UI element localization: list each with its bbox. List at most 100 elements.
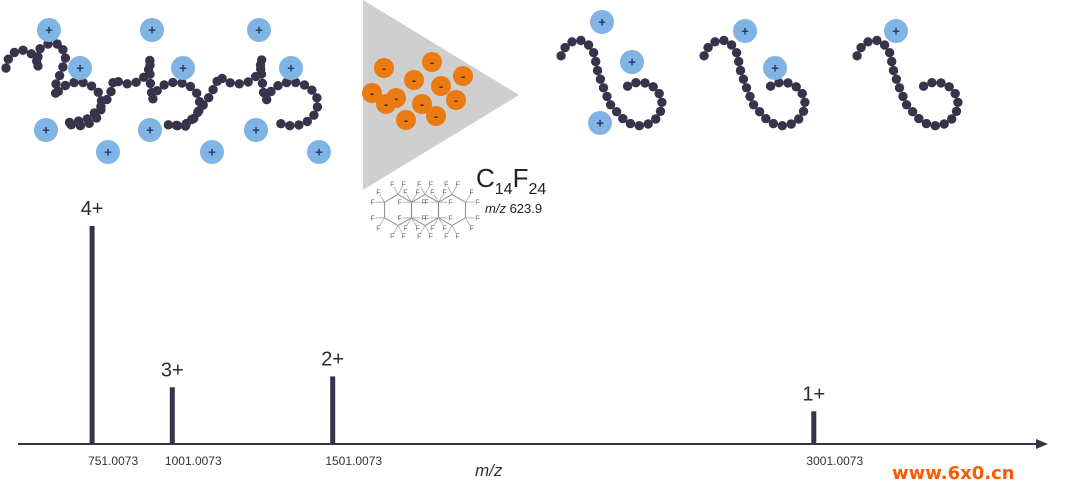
chain-bead: [898, 91, 908, 102]
positive-charge-icon: +: [138, 118, 162, 142]
svg-text:F: F: [390, 181, 394, 188]
chain-bead: [918, 81, 929, 91]
svg-text:F: F: [370, 216, 374, 223]
reagent-anion-cluster: ------------: [362, 52, 473, 130]
mz-axis-arrowhead: [1036, 439, 1048, 449]
svg-text:F: F: [448, 216, 452, 223]
chain-bead: [741, 83, 752, 93]
chain-bead: [611, 107, 622, 117]
chain-bead: [122, 79, 132, 89]
svg-text:+: +: [596, 116, 604, 131]
chain-bead: [794, 114, 804, 124]
precursor-bead-chain: [1, 39, 323, 131]
svg-text:F: F: [417, 234, 421, 241]
chain-bead: [145, 69, 155, 79]
chain-bead: [914, 113, 924, 124]
positive-charge-icon: +: [37, 18, 61, 42]
positive-charge-icon: +: [763, 56, 787, 80]
svg-text:-: -: [404, 113, 408, 128]
chain-bead: [3, 54, 13, 64]
svg-text:F: F: [424, 216, 428, 223]
chain-bead: [576, 35, 586, 46]
svg-text:-: -: [382, 61, 386, 76]
chain-bead: [921, 118, 932, 129]
chain-bead: [102, 94, 112, 105]
svg-text:F: F: [444, 234, 448, 241]
positive-charge-icon: +: [140, 18, 164, 42]
chain-bead: [761, 113, 771, 124]
chain-bead: [58, 62, 68, 72]
chain-bead: [797, 88, 807, 99]
chain-bead: [163, 120, 174, 130]
chain-bead: [748, 100, 759, 110]
chain-bead: [745, 91, 755, 102]
negative-charge-icon: -: [431, 76, 451, 96]
chain-bead: [872, 35, 882, 46]
svg-text:-: -: [384, 97, 388, 112]
mass-spectrum: 4+751.00733+1001.00732+1501.00731+3001.0…: [18, 198, 1048, 480]
product-3-beads: [852, 35, 963, 131]
negative-charge-icon: -: [396, 110, 416, 130]
positive-charge-icon: +: [96, 140, 120, 164]
chain-bead: [58, 45, 68, 55]
positive-charge-icon: +: [884, 19, 908, 43]
svg-text:-: -: [454, 93, 458, 108]
x-tick-label: 3001.0073: [806, 454, 863, 468]
chain-bead: [86, 81, 97, 91]
peak-charge-label: 1+: [802, 383, 825, 405]
svg-text:F: F: [443, 190, 447, 197]
svg-text:F: F: [421, 199, 425, 206]
chain-bead: [777, 121, 787, 131]
chain-bead: [258, 87, 269, 98]
chain-bead: [168, 77, 178, 88]
negative-charge-icon: -: [376, 94, 396, 114]
svg-text:F: F: [456, 181, 460, 188]
svg-text:F: F: [448, 199, 452, 206]
positive-charge-icon: +: [171, 56, 195, 80]
chain-bead: [936, 78, 946, 88]
negative-charge-icon: -: [426, 106, 446, 126]
svg-text:F: F: [444, 181, 448, 188]
svg-text:+: +: [252, 123, 260, 138]
svg-text:F: F: [430, 225, 434, 232]
reagent-formula: C14F24: [476, 163, 546, 198]
chain-bead: [273, 81, 283, 91]
chain-bead: [255, 60, 266, 70]
chain-bead: [703, 42, 713, 53]
svg-text:F: F: [429, 181, 433, 188]
chain-bead: [719, 35, 729, 46]
chain-bead: [159, 80, 169, 90]
svg-text:+: +: [628, 55, 636, 70]
positive-charge-icon: +: [68, 56, 92, 80]
product-2-beads: [699, 35, 810, 131]
svg-text:+: +: [741, 24, 749, 39]
svg-text:F: F: [475, 216, 479, 223]
svg-text:+: +: [179, 61, 187, 76]
chain-bead: [198, 100, 208, 110]
reagent-anion-cone: ------------: [362, 0, 519, 190]
product-chain-2-charges: ++: [699, 19, 810, 131]
chain-bead: [148, 94, 158, 104]
chain-bead: [307, 85, 317, 95]
chain-bead: [185, 81, 196, 92]
chain-bead: [60, 53, 71, 63]
reagent-mz-note: m/z 623.9: [485, 201, 542, 216]
positive-charge-icon: +: [620, 50, 644, 74]
svg-text:+: +: [104, 145, 112, 160]
svg-text:F: F: [402, 181, 406, 188]
peak-bar-3plus: [169, 387, 175, 444]
chain-bead: [204, 93, 214, 103]
chain-bead: [595, 74, 606, 84]
chain-bead: [800, 97, 810, 108]
svg-text:+: +: [771, 61, 779, 76]
chain-bead: [640, 78, 650, 88]
chain-bead: [180, 121, 191, 131]
chain-bead: [9, 47, 20, 58]
positive-charge-icon: +: [590, 10, 614, 34]
chain-bead: [726, 40, 737, 50]
chain-bead: [583, 40, 594, 50]
peak-bar-1plus: [811, 411, 817, 444]
chain-bead: [738, 74, 749, 84]
chain-bead: [69, 77, 79, 88]
